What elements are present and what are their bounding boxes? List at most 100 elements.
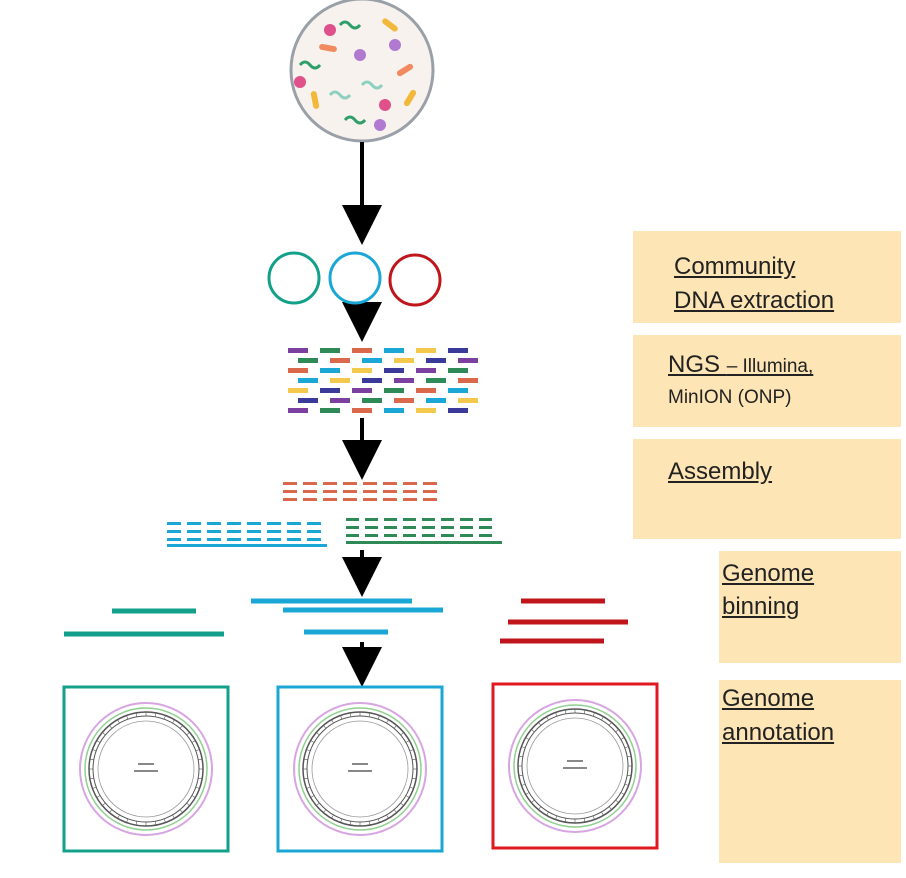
microbial-community-dish-icon <box>289 0 435 143</box>
contig-fragment <box>187 538 201 541</box>
contig-fragment <box>207 538 221 541</box>
microbe-spiral <box>328 90 352 100</box>
contig-fragment <box>307 522 321 525</box>
contig-fragment <box>283 490 297 493</box>
contig-fragment <box>343 490 357 493</box>
microbe-cell <box>389 39 401 51</box>
contig-fragment <box>307 530 321 533</box>
microbe-rod <box>382 18 398 32</box>
contig-fragment <box>187 530 201 533</box>
sequencing-read <box>448 388 468 393</box>
sequencing-read <box>320 368 340 373</box>
contig-fragment <box>403 526 416 529</box>
contig-fragment <box>479 518 492 521</box>
dna-circle-teal <box>267 251 321 305</box>
contig-fragment <box>167 538 181 541</box>
microbe-rod <box>310 91 320 109</box>
sequencing-read <box>362 378 382 383</box>
contig-fragment <box>303 482 317 485</box>
step-label-ngs: NGS – Illumina, <box>668 348 813 384</box>
contig-fragment <box>283 482 297 485</box>
contig-fragment <box>227 538 241 541</box>
contig-fragment <box>207 530 221 533</box>
contig-fragment <box>384 518 397 521</box>
contig-fragment <box>403 498 417 501</box>
circular-genome-map-icon <box>79 702 213 836</box>
microbe-spiral <box>338 20 362 30</box>
sequencing-read <box>384 408 404 413</box>
contig-fragment <box>303 490 317 493</box>
contig-fragment <box>383 490 397 493</box>
contig-fragment <box>323 490 337 493</box>
step-label-genome: Genome <box>722 560 815 587</box>
sequencing-read <box>288 388 308 393</box>
contig-fragment <box>460 534 473 537</box>
step-label-annotation: annotation <box>722 719 835 746</box>
contig-fragment <box>287 530 301 533</box>
sequencing-read <box>394 398 414 403</box>
contig-fragment <box>247 522 261 525</box>
step-box-ngs <box>633 335 901 427</box>
step-box-assembly <box>633 439 901 539</box>
contig-fragment <box>403 490 417 493</box>
contig-fragment <box>187 522 201 525</box>
sequencing-read <box>394 358 414 363</box>
sequencing-read <box>394 378 414 383</box>
contig-fragment <box>423 498 437 501</box>
microbe-rod <box>396 63 414 77</box>
contig-fragment <box>283 498 297 501</box>
sequencing-read <box>362 358 382 363</box>
microbe-cell <box>354 49 366 61</box>
contig-fragment <box>247 538 261 541</box>
contig-fragment <box>460 518 473 521</box>
contig-fragment <box>383 482 397 485</box>
sequencing-read <box>298 358 318 363</box>
genome-bins <box>64 598 628 644</box>
sequencing-read <box>352 368 372 373</box>
sequencing-read <box>330 398 350 403</box>
sequencing-read <box>288 368 308 373</box>
step-label-assembly: Assembly <box>668 458 773 485</box>
contig-fragment <box>363 490 377 493</box>
sequencing-read <box>320 408 340 413</box>
contig-fragment <box>346 534 359 537</box>
step-box-genome-binning <box>719 551 901 663</box>
step-label-genome-2: Genome <box>722 685 815 712</box>
contig-fragment <box>479 526 492 529</box>
sequencing-read <box>426 378 446 383</box>
contig-fragment <box>323 482 337 485</box>
contig-fragment <box>403 482 417 485</box>
sequencing-read <box>426 358 446 363</box>
contig-fragment <box>343 482 357 485</box>
step-box-community-dna-extraction <box>633 231 901 323</box>
sequencing-read <box>448 348 468 353</box>
annotated-genomes <box>62 682 659 853</box>
sequencing-read <box>416 368 436 373</box>
sequencing-read <box>448 408 468 413</box>
microbe-cell <box>324 24 336 36</box>
sequencing-read <box>288 408 308 413</box>
circular-genome-map-icon <box>293 702 427 836</box>
contig-fragment <box>303 498 317 501</box>
ngs-platforms-line2: MinION (ONP) <box>668 387 792 408</box>
contig-fragment <box>403 518 416 521</box>
contig-fragment <box>383 498 397 501</box>
sequencing-read <box>352 388 372 393</box>
contig-fragment <box>343 498 357 501</box>
sequencing-read <box>426 398 446 403</box>
step-box-genome-annotation <box>719 680 901 863</box>
sequencing-read <box>330 378 350 383</box>
contig-fragment <box>422 534 435 537</box>
sequencing-read <box>362 398 382 403</box>
microbe-cell <box>374 119 386 131</box>
contig-fragment <box>167 522 181 525</box>
contig-fragment <box>365 534 378 537</box>
sequencing-read <box>288 348 308 353</box>
microbe-cell <box>379 99 391 111</box>
contig-fragment <box>384 534 397 537</box>
sequencing-read <box>458 358 478 363</box>
contig-fragment <box>227 522 241 525</box>
sequencing-read <box>352 348 372 353</box>
